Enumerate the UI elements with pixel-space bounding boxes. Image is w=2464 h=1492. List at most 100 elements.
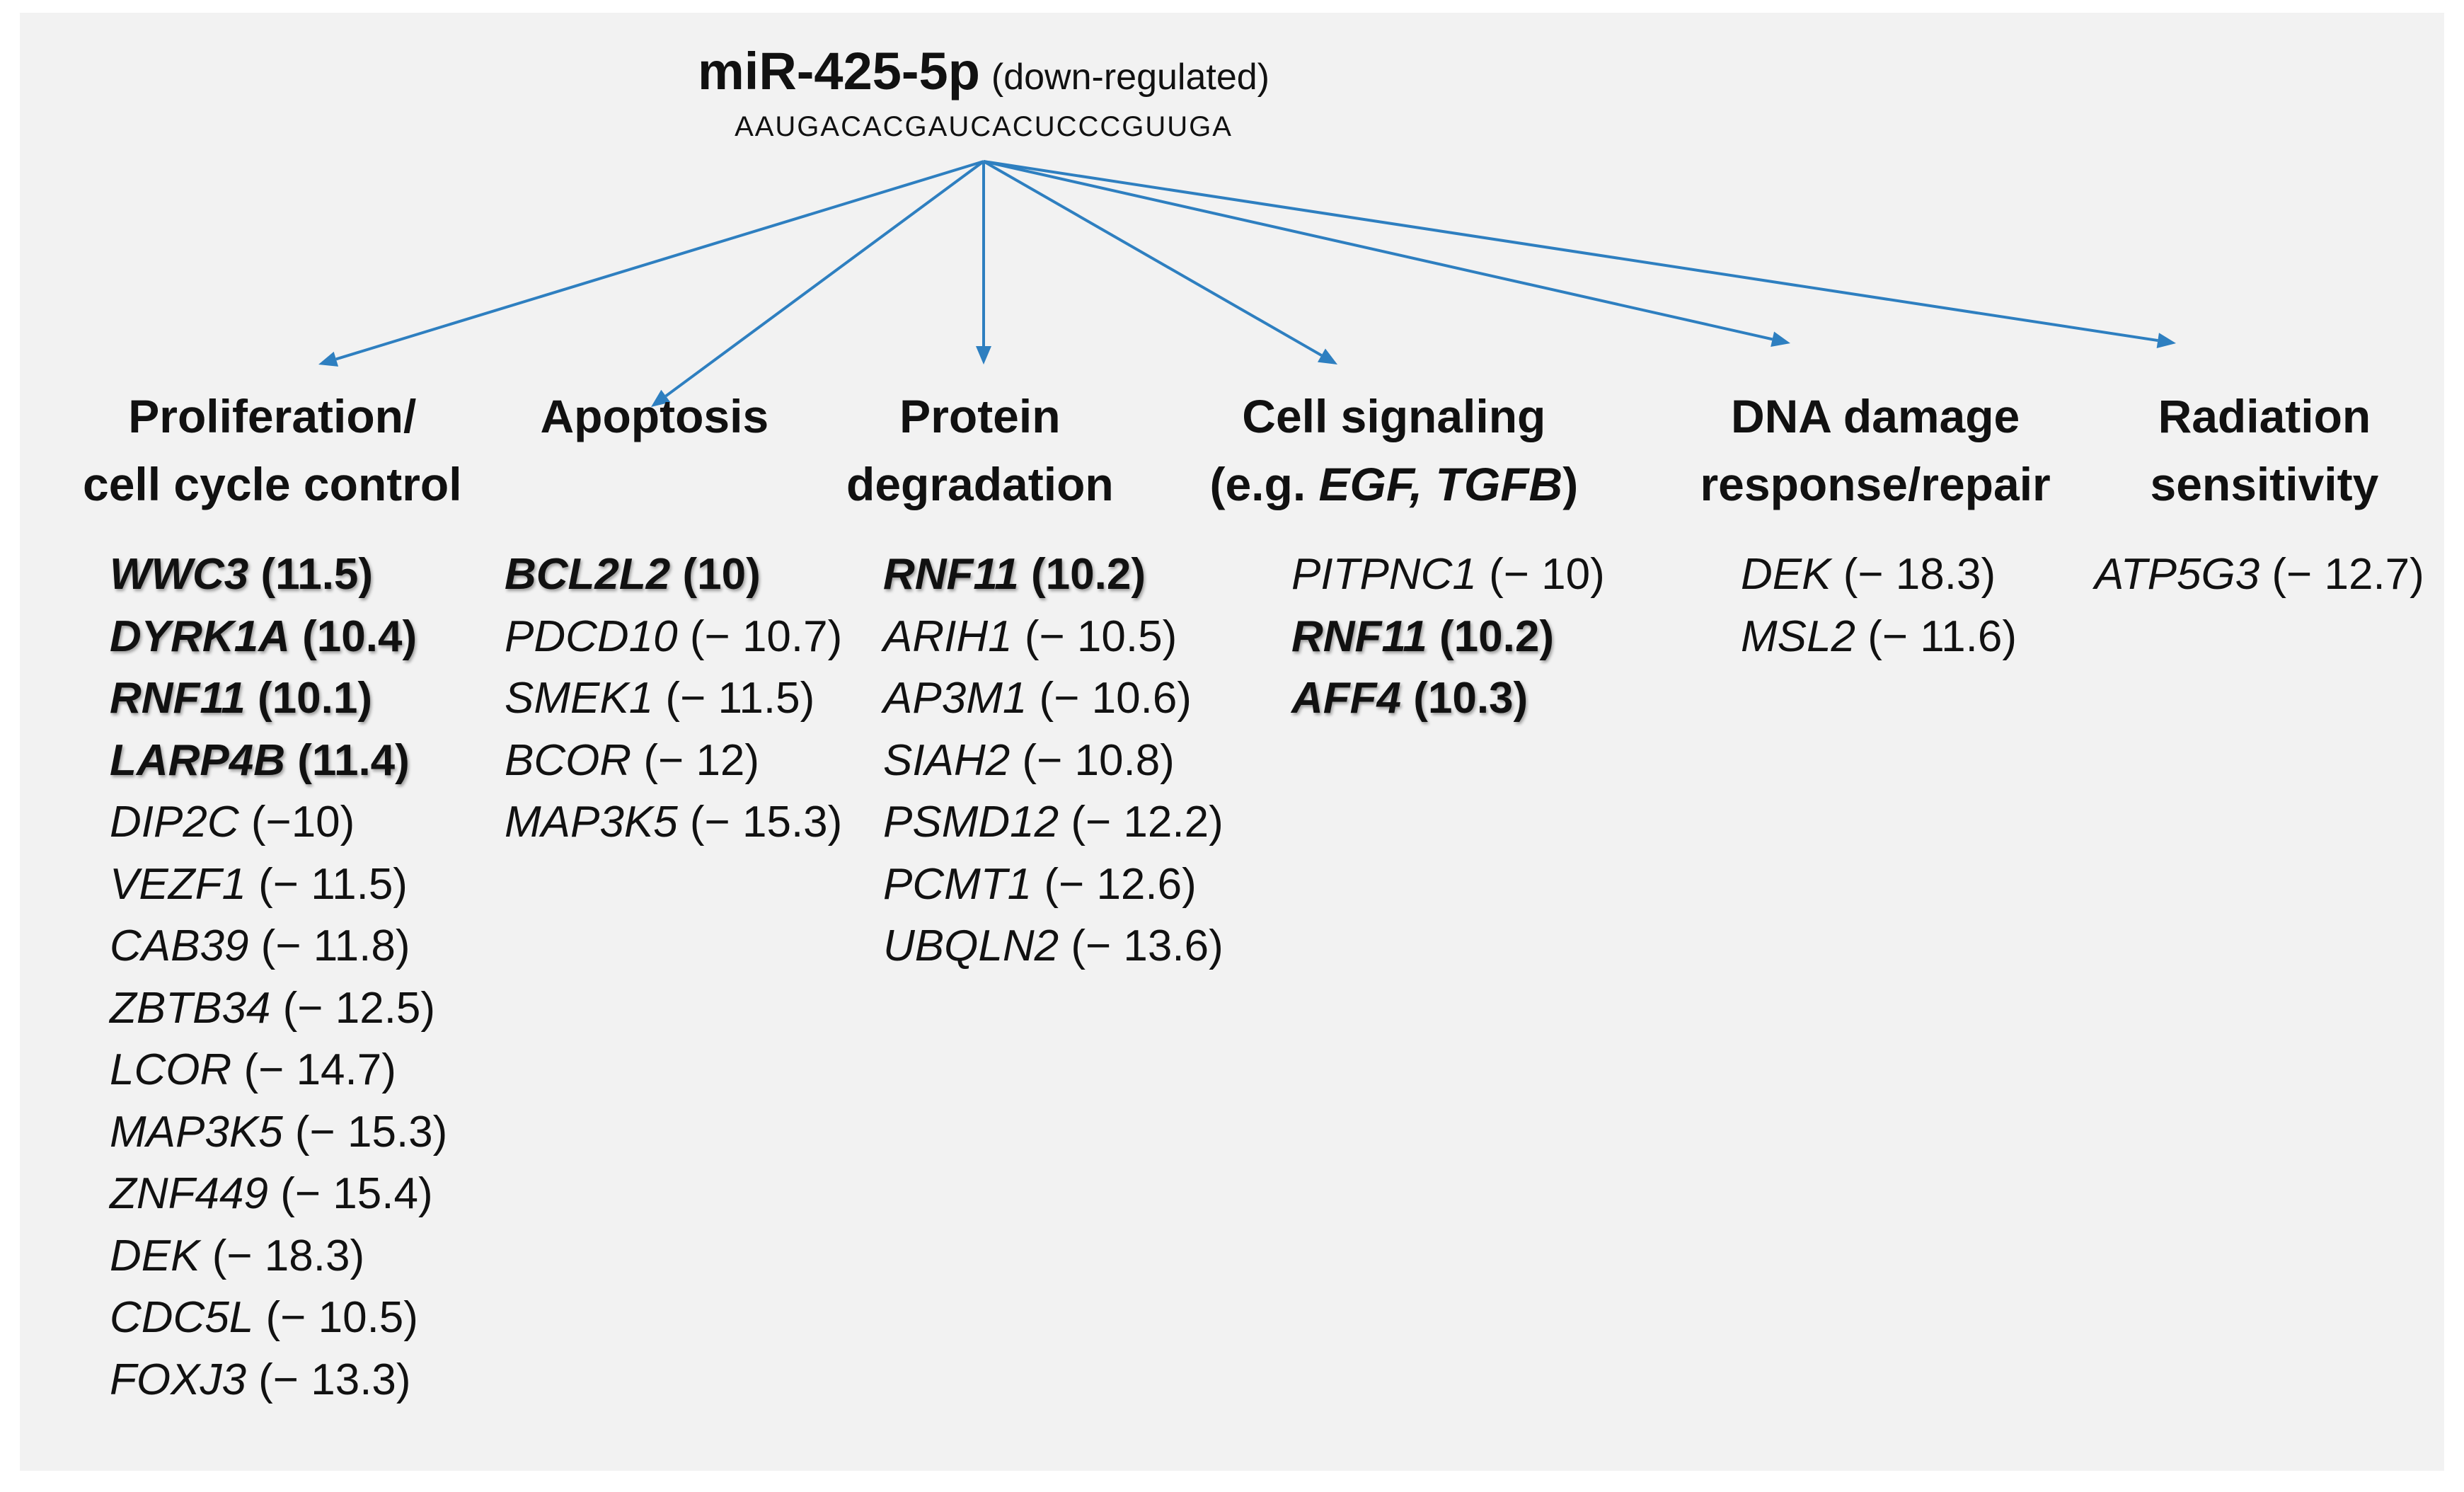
heading-italic-genes: EGF, TGFB [1318,458,1563,510]
heading-line: DNA damage [1730,390,2020,442]
gene-score: (− 10.8) [1010,735,1175,785]
diagram-panel [20,13,2444,1471]
gene-name: PITPNC1 [1291,550,1477,599]
arrow-head-apoptosis [651,389,671,407]
mirna-regulation-note: (down-regulated) [991,57,1270,98]
gene-entry: DEK (− 18.3) [110,1225,447,1287]
gene-score: (− 15.4) [267,1169,433,1218]
gene-score: (10.2) [1018,550,1146,599]
gene-name: PCMT1 [883,859,1032,909]
gene-score: (− 11.6) [1855,612,2017,661]
gene-name: CDC5L [110,1293,254,1342]
gene-score: (−10) [238,798,355,847]
gene-entry: PDCD10 (− 10.7) [505,606,842,668]
gene-score: (− 18.3) [200,1231,365,1280]
gene-entry: LARP4B (11.4) [110,730,447,792]
gene-entry: CAB39 (− 11.8) [110,915,447,977]
gene-score: (− 12.2) [1059,798,1224,847]
gene-entry: ARIH1 (− 10.5) [883,606,1224,668]
gene-score: (− 10.7) [677,612,843,661]
gene-entry: DIP2C (−10) [110,791,447,854]
mirna-name: miR-425-5p [697,42,980,101]
gene-entry: PCMT1 (− 12.6) [883,854,1224,916]
gene-score: (− 12) [631,735,760,785]
gene-entry: SMEK1 (− 11.5) [505,667,842,730]
gene-score: (− 10.6) [1027,674,1192,723]
gene-entry: SIAH2 (− 10.8) [883,730,1224,792]
heading-line: response/repair [1700,458,2051,510]
gene-entry: RNF11 (10.2) [883,544,1224,606]
gene-score: (11.4) [285,735,410,785]
gene-list-proliferation: WWC3 (11.5)DYRK1A (10.4)RNF11 (10.1)LARP… [110,544,447,1411]
gene-name: ZBTB34 [110,983,271,1033]
gene-score: (− 15.3) [677,798,843,847]
gene-entry: BCL2L2 (10) [505,544,842,606]
gene-entry: ZBTB34 (− 12.5) [110,977,447,1040]
heading-line: sensitivity [2150,458,2379,510]
heading-line: Protein [899,390,1061,442]
gene-entry: PSMD12 (− 12.2) [883,791,1224,854]
gene-score: (− 10.5) [253,1293,418,1342]
gene-entry: RNF11 (10.2) [1291,606,1605,668]
arrow-head-protein-degradation [976,346,991,365]
mirna-title-line: miR-425-5p (down-regulated) [0,41,1967,101]
gene-name: PDCD10 [505,612,678,661]
gene-score: (10.2) [1427,612,1554,661]
heading-dna-damage: DNA damage response/repair [1700,382,2051,518]
gene-entry: DEK (− 18.3) [1741,544,2017,606]
heading-line: Radiation [2158,390,2371,442]
gene-score: (10) [670,550,761,599]
arrow-line-radiation [983,160,2158,343]
gene-name: PSMD12 [883,798,1059,847]
gene-entry: PITPNC1 (− 10) [1291,544,1605,606]
gene-name: FOXJ3 [110,1355,246,1404]
heading-line: cell cycle control [83,458,462,510]
gene-score: (− 12.7) [2259,550,2424,599]
gene-list-cell-signaling: PITPNC1 (− 10)RNF11 (10.2)AFF4 (10.3) [1291,544,1605,730]
gene-score: (− 14.7) [231,1045,396,1094]
gene-entry: WWC3 (11.5) [110,544,447,606]
gene-name: ATP5G3 [2095,550,2260,599]
arrow-head-cell-signaling [1317,348,1337,365]
heading-line: (e.g. EGF, TGFB) [1209,458,1579,510]
gene-score: (− 11.8) [248,922,410,970]
heading-proliferation: Proliferation/cell cycle control [83,382,462,518]
gene-entry: RNF11 (10.1) [110,667,447,730]
gene-name: AFF4 [1291,674,1401,723]
gene-score: (10.1) [245,674,372,723]
gene-score: (11.5) [248,550,374,599]
heading-line: Apoptosis [540,390,769,442]
gene-name: MAP3K5 [110,1107,283,1157]
gene-name: MSL2 [1741,612,1855,661]
gene-name: BCL2L2 [505,550,671,599]
gene-name: LARP4B [110,735,286,785]
gene-name: CAB39 [110,922,249,970]
gene-list-dna-damage: DEK (− 18.3)MSL2 (− 11.6) [1741,544,2017,667]
gene-entry: UBQLN2 (− 13.6) [883,915,1224,977]
heading-line: Cell signaling [1242,390,1546,442]
gene-name: ZNF449 [110,1169,268,1218]
arrow-line-apoptosis [664,160,985,398]
gene-entry: MAP3K5 (− 15.3) [110,1101,447,1164]
gene-entry: FOXJ3 (− 13.3) [110,1349,447,1411]
gene-entry: LCOR (− 14.7) [110,1039,447,1101]
gene-score: (− 11.5) [246,859,408,909]
arrow-line-cell-signaling [983,160,1323,357]
gene-score: (− 11.5) [653,674,815,723]
arrow-head-proliferation [318,351,339,367]
gene-name: RNF11 [110,674,246,723]
gene-score: (− 10.5) [1012,612,1178,661]
gene-name: MAP3K5 [505,798,678,847]
gene-score: (− 10) [1476,550,1605,599]
arrow-line-dna-damage [983,160,1773,341]
gene-name: VEZF1 [110,859,246,909]
gene-score: (− 13.6) [1059,922,1224,970]
gene-name: SMEK1 [505,674,654,723]
gene-entry: BCOR (− 12) [505,730,842,792]
mirna-title-block: miR-425-5p(down-regulated) AAUGACACGAUCA… [0,41,1967,143]
gene-name: LCOR [110,1045,232,1094]
gene-name: DEK [110,1231,200,1280]
gene-entry: MSL2 (− 11.6) [1741,606,2017,668]
gene-entry: DYRK1A (10.4) [110,606,447,668]
